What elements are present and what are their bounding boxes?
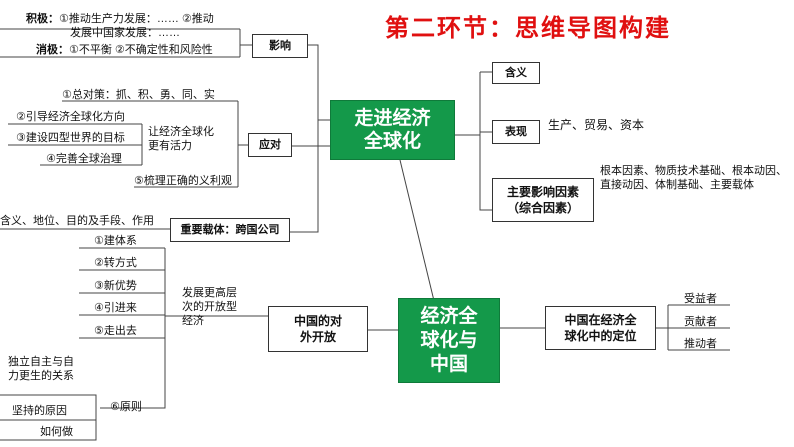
manifest-text: 生产、贸易、资本: [548, 118, 645, 132]
opening-item-4: ④引进来: [94, 302, 137, 314]
opening-note: 发展更高层 次的开放型 经济: [182, 287, 237, 327]
negative-effect: 消极：①不平衡 ②不确定性和风险性: [36, 43, 213, 57]
positive-effect: 积极：①推动生产力发展：…… ②推动: [26, 12, 214, 26]
positive-label: 积极：: [26, 13, 59, 25]
position-item-2: 贡献者: [684, 316, 717, 328]
carrier-node: 重要载体：跨国公司: [170, 218, 290, 242]
opening-item-1: ①建体系: [94, 235, 137, 247]
response-item-3: ③建设四型世界的目标: [16, 132, 125, 144]
response-item-1: ①总对策：抓、积、勇、同、实: [62, 89, 215, 101]
influence-node: 影响: [252, 34, 308, 58]
opening-node: 中国的对 外开放: [268, 306, 368, 352]
positive-text-2: 发展中国家发展：……: [70, 27, 180, 39]
response-note: 让经济全球化 更有活力: [148, 126, 214, 152]
response-item-4: ④完善全球治理: [46, 153, 122, 165]
position-item-1: 受益者: [684, 293, 717, 305]
position-node: 中国在经济全 球化中的定位: [545, 306, 656, 350]
negative-label: 消极：: [36, 44, 69, 56]
center-node-globalization: 走进经济 全球化: [330, 100, 455, 160]
factors-node: 主要影响因素 （综合因素）: [492, 178, 594, 222]
center-node-china: 经济全 球化与 中国: [398, 298, 500, 383]
principle-note: 独立自主与自 力更生的关系: [8, 356, 74, 382]
response-node: 应对: [248, 133, 292, 157]
positive-text: ①推动生产力发展：…… ②推动: [59, 13, 214, 25]
position-item-3: 推动者: [684, 338, 717, 350]
response-item-5: ⑤梳理正确的义利观: [134, 175, 232, 187]
opening-item-3: ③新优势: [94, 280, 137, 292]
principle-item-1: 坚持的原因: [12, 405, 67, 417]
manifest-node: 表现: [492, 120, 540, 144]
opening-item-2: ②转方式: [94, 257, 137, 269]
response-item-2: ②引导经济全球化方向: [16, 111, 125, 123]
meaning-node: 含义: [492, 62, 540, 84]
negative-text: ①不平衡 ②不确定性和风险性: [69, 44, 213, 56]
principle-label: ⑥原则: [110, 401, 142, 413]
page-title: 第二环节：思维导图构建: [385, 13, 671, 42]
opening-item-5: ⑤走出去: [94, 325, 137, 337]
carrier-text: 含义、地位、目的及手段、作用: [0, 215, 154, 227]
factors-text: 根本因素、物质技术基础、根本动因、 直接动因、体制基础、主要载体: [600, 165, 787, 191]
principle-item-2: 如何做: [40, 426, 73, 438]
